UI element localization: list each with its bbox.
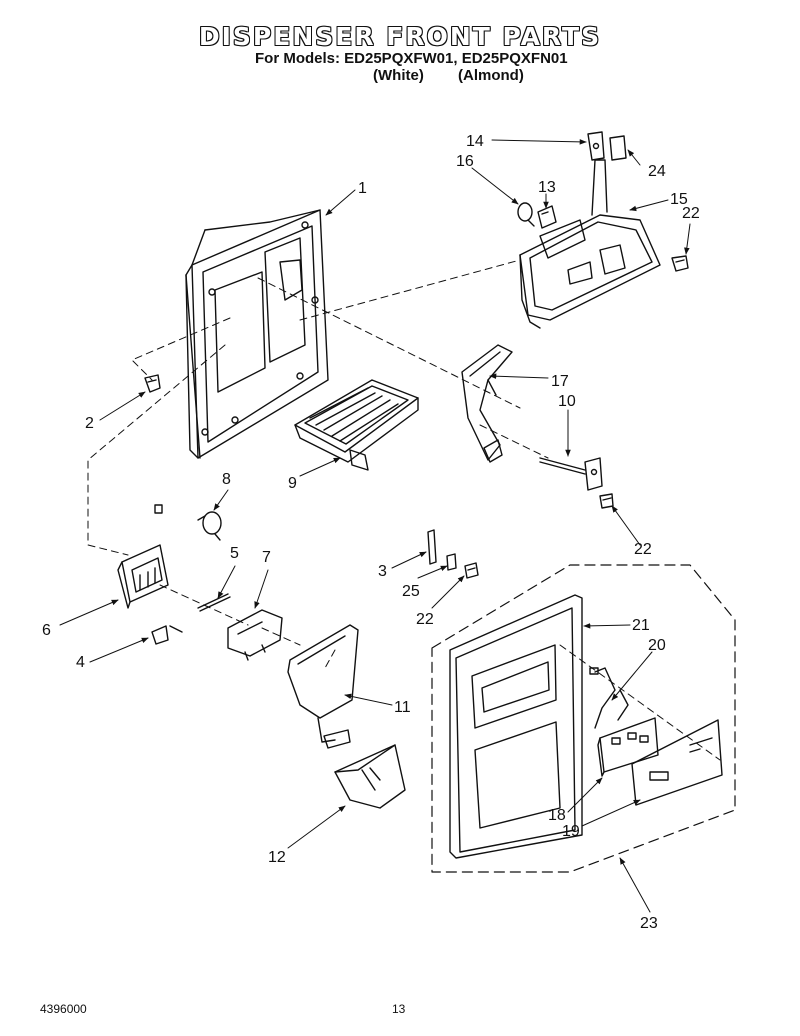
part-17-actuator-arm	[461, 344, 513, 463]
part-3-spring	[427, 529, 437, 565]
callout-labels: 1 2 3 4 5 6 7 8 9 10 11 12 13 14 15 16 1…	[42, 133, 700, 932]
part-22-screw-mid	[599, 493, 614, 509]
part-1-dispenser-housing	[185, 209, 329, 459]
callout-15: 15	[670, 191, 688, 208]
part-9-drip-tray	[294, 379, 419, 471]
part-20-wire-harness	[589, 667, 629, 729]
part-16-light-bulb	[517, 202, 535, 227]
part-4-clip	[151, 625, 183, 645]
callout-14: 14	[466, 133, 484, 150]
callout-17: 17	[551, 373, 569, 390]
callout-21: 21	[632, 617, 650, 634]
variant-white: (White)	[373, 67, 424, 84]
part-11-ice-chute	[287, 624, 359, 749]
part-7-bracket	[227, 609, 283, 661]
callout-22-mid: 22	[634, 541, 652, 558]
part-22-screw-top	[671, 255, 689, 272]
callout-22-lower: 22	[416, 611, 434, 628]
callout-23: 23	[640, 915, 658, 932]
part-8-solenoid	[154, 504, 222, 541]
callout-7: 7	[262, 549, 271, 566]
part-25-plate	[446, 553, 457, 571]
callout-3: 3	[378, 563, 387, 580]
callout-19: 19	[562, 823, 580, 840]
page-title: DISPENSER FRONT PARTS	[198, 22, 602, 51]
callout-11: 11	[394, 699, 411, 716]
part-12-cup	[334, 744, 406, 809]
callout-25: 25	[402, 583, 420, 600]
part-5-pin	[197, 593, 231, 612]
callout-12: 12	[268, 849, 286, 866]
page-number: 13	[392, 1002, 406, 1016]
callout-20: 20	[648, 637, 666, 654]
variant-almond: (Almond)	[458, 67, 524, 84]
part-19-control-membrane	[631, 719, 723, 806]
part-2-screw	[144, 374, 161, 393]
part-24-mounting-plate	[609, 135, 627, 161]
callout-24: 24	[648, 163, 666, 180]
callout-4: 4	[76, 654, 85, 671]
document-number: 4396000	[40, 1002, 87, 1016]
assembly-dashed-lines	[87, 259, 721, 761]
callout-1: 1	[358, 180, 367, 197]
callout-2: 2	[85, 415, 94, 432]
part-18-control-board	[597, 717, 659, 777]
part-6-motor-assembly	[117, 544, 169, 609]
part-22-screw-lower	[464, 562, 479, 579]
callout-6: 6	[42, 622, 51, 639]
part-10-rod	[539, 457, 603, 491]
callout-9: 9	[288, 475, 297, 492]
callout-5: 5	[230, 545, 239, 562]
part-15-upper-bracket	[519, 159, 661, 329]
callout-22-top: 22	[682, 205, 700, 222]
model-numbers: For Models: ED25PQXFW01, ED25PQXFN01	[255, 50, 568, 67]
callout-16: 16	[456, 153, 474, 170]
callout-leaders	[59, 139, 691, 913]
callout-13: 13	[538, 179, 556, 196]
part-21-front-panel	[449, 594, 583, 859]
part-13-lamp-socket	[537, 205, 557, 229]
part-23-front-assembly-outline	[431, 564, 736, 873]
part-14-switch-lever	[587, 131, 605, 161]
callout-18: 18	[548, 807, 566, 824]
callout-10: 10	[558, 393, 576, 410]
callout-8: 8	[222, 471, 231, 488]
